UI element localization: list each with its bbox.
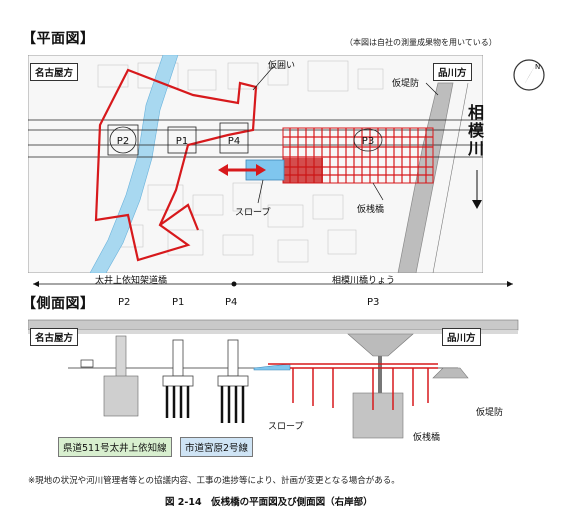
side-embankment-label: 仮堤防	[476, 408, 504, 418]
side-pier-p4: P4	[225, 297, 238, 308]
river-flow-arrow	[472, 170, 482, 209]
side-slope-label: スロープ	[268, 422, 304, 432]
plan-pier-p4: P4	[228, 136, 240, 147]
segment-right-label: 相模川橋りょう	[332, 276, 396, 286]
plan-nagoya-label: 名古屋方	[30, 63, 79, 81]
side-pier-p2: P2	[118, 297, 131, 308]
plan-fence-label: 仮囲い	[268, 61, 296, 71]
plan-pier-p2: P2	[117, 136, 129, 147]
plan-title: 【平面図】	[22, 31, 95, 47]
side-shinagawa-label: 品川方	[442, 328, 481, 346]
plan-shinagawa-label: 品川方	[433, 63, 472, 81]
plan-note: （本図は自社の測量成果物を用いている）	[345, 38, 497, 47]
plan-pier-p1: P1	[176, 136, 188, 147]
road-city-miyahara2: 市道宮原2号線	[180, 437, 254, 457]
side-title: 【側面図】	[22, 296, 95, 312]
svg-text:N: N	[535, 63, 540, 71]
river-name: 相 模 川	[467, 103, 484, 158]
pier-markers	[107, 122, 383, 156]
building-outlines	[97, 60, 384, 263]
plan-slope-label: スロープ	[235, 208, 271, 218]
road-prefectural-511: 県道511号太井上依知線	[58, 437, 172, 457]
slope-arrow	[218, 164, 266, 176]
compass-icon: N	[513, 59, 545, 91]
side-pier-p1: P1	[172, 297, 185, 308]
side-jetty	[268, 363, 438, 410]
segment-dimension	[33, 281, 513, 287]
figure-caption: 図 2-14 仮桟橋の平面図及び側面図（右岸部）	[165, 497, 373, 508]
side-pier-p3: P3	[367, 297, 380, 308]
plan-map: P2 P1 P4 P3	[28, 55, 483, 273]
plan-jetty-label: 仮桟橋	[357, 205, 385, 215]
side-jetty-label: 仮桟橋	[413, 433, 441, 443]
temporary-fence	[94, 68, 258, 262]
segment-left-label: 太井上依知架道橋	[95, 276, 168, 286]
footnote: ※現地の状況や河川管理者等との協議内容、工事の進捗等により、計画が変更となる場合…	[28, 476, 400, 486]
jetty-grid	[282, 127, 434, 184]
side-elevation	[28, 319, 519, 439]
plan-embankment-label: 仮堤防	[392, 79, 420, 89]
side-nagoya-label: 名古屋方	[30, 328, 79, 346]
plan-pier-p3: P3	[362, 136, 374, 147]
